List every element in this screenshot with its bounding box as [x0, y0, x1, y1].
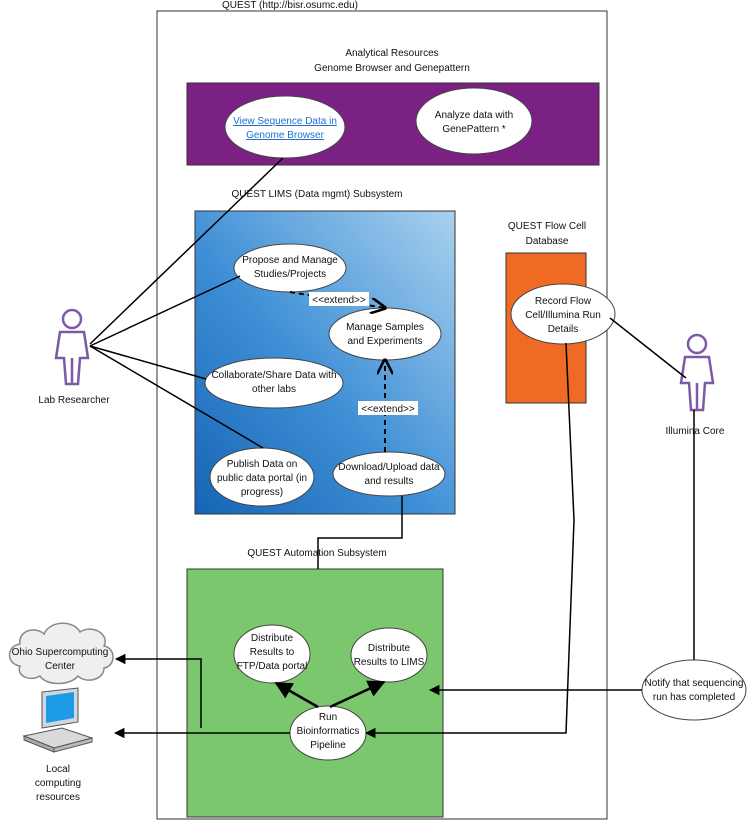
- osc-label-2: Center: [45, 661, 76, 672]
- publish-label-3: progress): [241, 487, 283, 498]
- analytical-title-1: Analytical Resources: [345, 48, 438, 59]
- flowcell-title-1: QUEST Flow Cell: [508, 221, 586, 232]
- record-flowcell-label-2: Cell/Illumina Run: [525, 310, 601, 321]
- propose-usecase: [233, 243, 347, 293]
- record-flowcell-label-3: Details: [548, 324, 579, 335]
- notify-usecase: [641, 659, 747, 721]
- download-upload-usecase: [332, 451, 446, 497]
- view-sequence-link-2[interactable]: Genome Browser: [246, 130, 324, 141]
- collaborate-label-1: Collaborate/Share Data with: [211, 370, 336, 381]
- automation-title: QUEST Automation Subsystem: [247, 548, 386, 559]
- notify-label-2: run has completed: [653, 692, 735, 703]
- manage-samples-usecase: [328, 307, 442, 361]
- automation-subsystem-box: [186, 568, 444, 818]
- cloud-icon: [8, 622, 114, 685]
- computer-icon: [22, 687, 94, 753]
- system-boundary: [156, 10, 608, 820]
- run-pipeline-label-1: Run: [319, 712, 337, 723]
- association-lines: [89, 157, 695, 739]
- download-upload-label-2: and results: [365, 476, 414, 487]
- distribute-lims-label-1: Distribute: [368, 643, 411, 654]
- publish-label-2: public data portal (in: [217, 473, 307, 484]
- pipeline-to-lims-arrow: [329, 680, 386, 709]
- lab-researcher-actor: [54, 308, 90, 386]
- extend-label-2: <<extend>>: [361, 404, 415, 415]
- extend-label-1: <<extend>>: [312, 295, 366, 306]
- distribute-ftp-label-3: FTP/Data portal: [237, 661, 308, 672]
- system-title: QUEST (http://bisr.osumc.edu): [222, 0, 358, 11]
- record-flowcell-label-1: Record Flow: [535, 296, 592, 307]
- distribute-ftp-usecase: [233, 624, 311, 684]
- analytical-title-2: Genome Browser and Genepattern: [314, 63, 470, 74]
- lims-title: QUEST LIMS (Data mgmt) Subsystem: [232, 189, 403, 200]
- propose-label-1: Propose and Manage: [242, 255, 338, 266]
- distribute-lims-label-2: Results to LIMS: [354, 657, 425, 668]
- osc-label-1: Ohio Supercomputing: [12, 647, 109, 658]
- distribute-ftp-label-1: Distribute: [251, 633, 294, 644]
- view-sequence-usecase[interactable]: [224, 95, 346, 159]
- local-label-3: resources: [36, 792, 80, 803]
- publish-label-1: Publish Data on: [227, 459, 298, 470]
- view-sequence-link-1[interactable]: View Sequence Data in: [233, 116, 337, 127]
- collaborate-label-2: other labs: [252, 384, 296, 395]
- distribute-lims-usecase: [350, 627, 428, 683]
- local-label-1: Local: [46, 764, 70, 775]
- download-upload-label-1: Download/Upload data: [338, 462, 440, 473]
- illumina-core-label: Illumina Core: [666, 426, 725, 437]
- record-flowcell-usecase: [510, 283, 616, 345]
- run-pipeline-label-3: Pipeline: [310, 740, 346, 751]
- collaborate-usecase: [204, 357, 344, 409]
- distribute-ftp-label-2: Results to: [250, 647, 295, 658]
- manage-samples-label-1: Manage Samples: [346, 322, 424, 333]
- extend-label-2-bg: [358, 401, 418, 415]
- analyze-genepattern-usecase: [415, 87, 533, 155]
- analyze-genepattern-label-1: Analyze data with: [435, 110, 513, 121]
- propose-label-2: Studies/Projects: [254, 269, 326, 280]
- analyze-genepattern-label-2: GenePattern *: [442, 124, 505, 135]
- illumina-core-actor: [679, 333, 715, 412]
- run-pipeline-label-2: Bioinformatics: [297, 726, 360, 737]
- lab-researcher-label: Lab Researcher: [38, 395, 110, 406]
- manage-samples-label-2: and Experiments: [347, 336, 422, 347]
- flowcell-title-2: Database: [526, 236, 569, 247]
- extend-label-1-bg: [309, 292, 369, 306]
- pipeline-to-ftp-arrow: [274, 681, 319, 709]
- local-label-2: computing: [35, 778, 81, 789]
- notify-label-1: Notify that sequencing: [645, 678, 744, 689]
